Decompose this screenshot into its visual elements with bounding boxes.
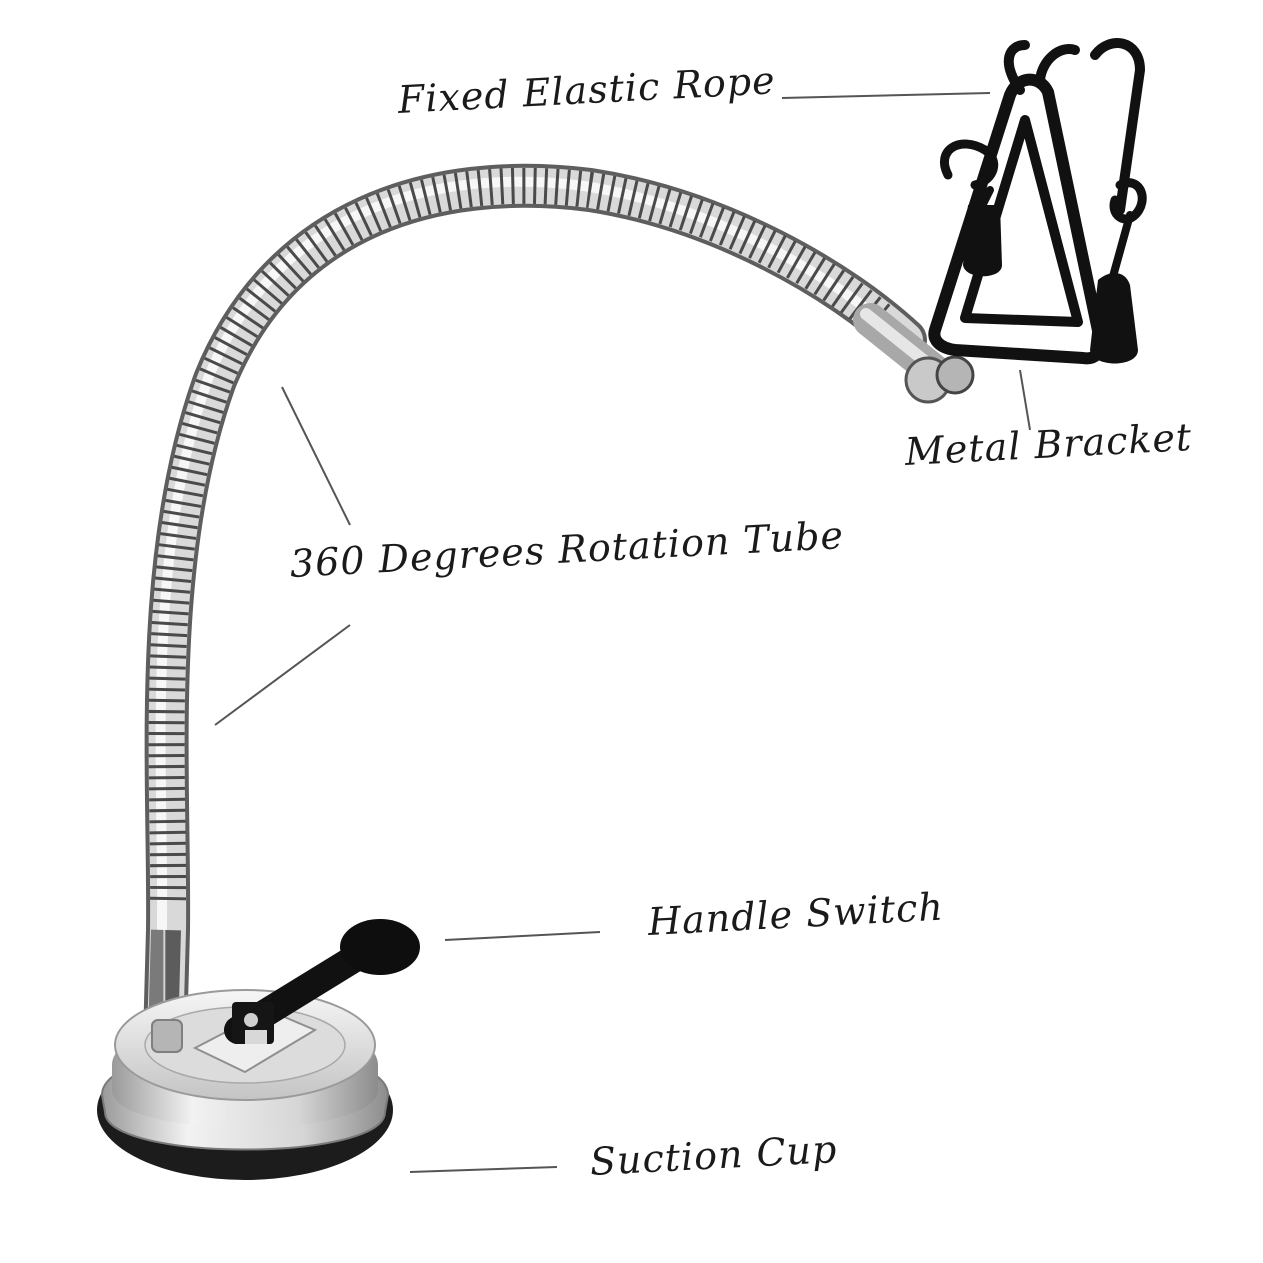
- leader-line-handle-switch: [444, 931, 601, 941]
- suction-cup-base: [97, 989, 393, 1180]
- leader-line-rotation-tube-upper: [281, 386, 351, 526]
- leader-lines: [214, 92, 1031, 1173]
- leader-line-rotation-tube-lower: [214, 624, 351, 726]
- rope-tabs: [963, 205, 1138, 364]
- leader-line-fixed-elastic-rope: [781, 92, 991, 99]
- gooseneck-tube: [143, 163, 975, 1062]
- leader-line-metal-bracket: [1019, 369, 1031, 431]
- leader-line-suction-cup: [409, 1166, 558, 1173]
- handle-switch: [224, 919, 420, 1044]
